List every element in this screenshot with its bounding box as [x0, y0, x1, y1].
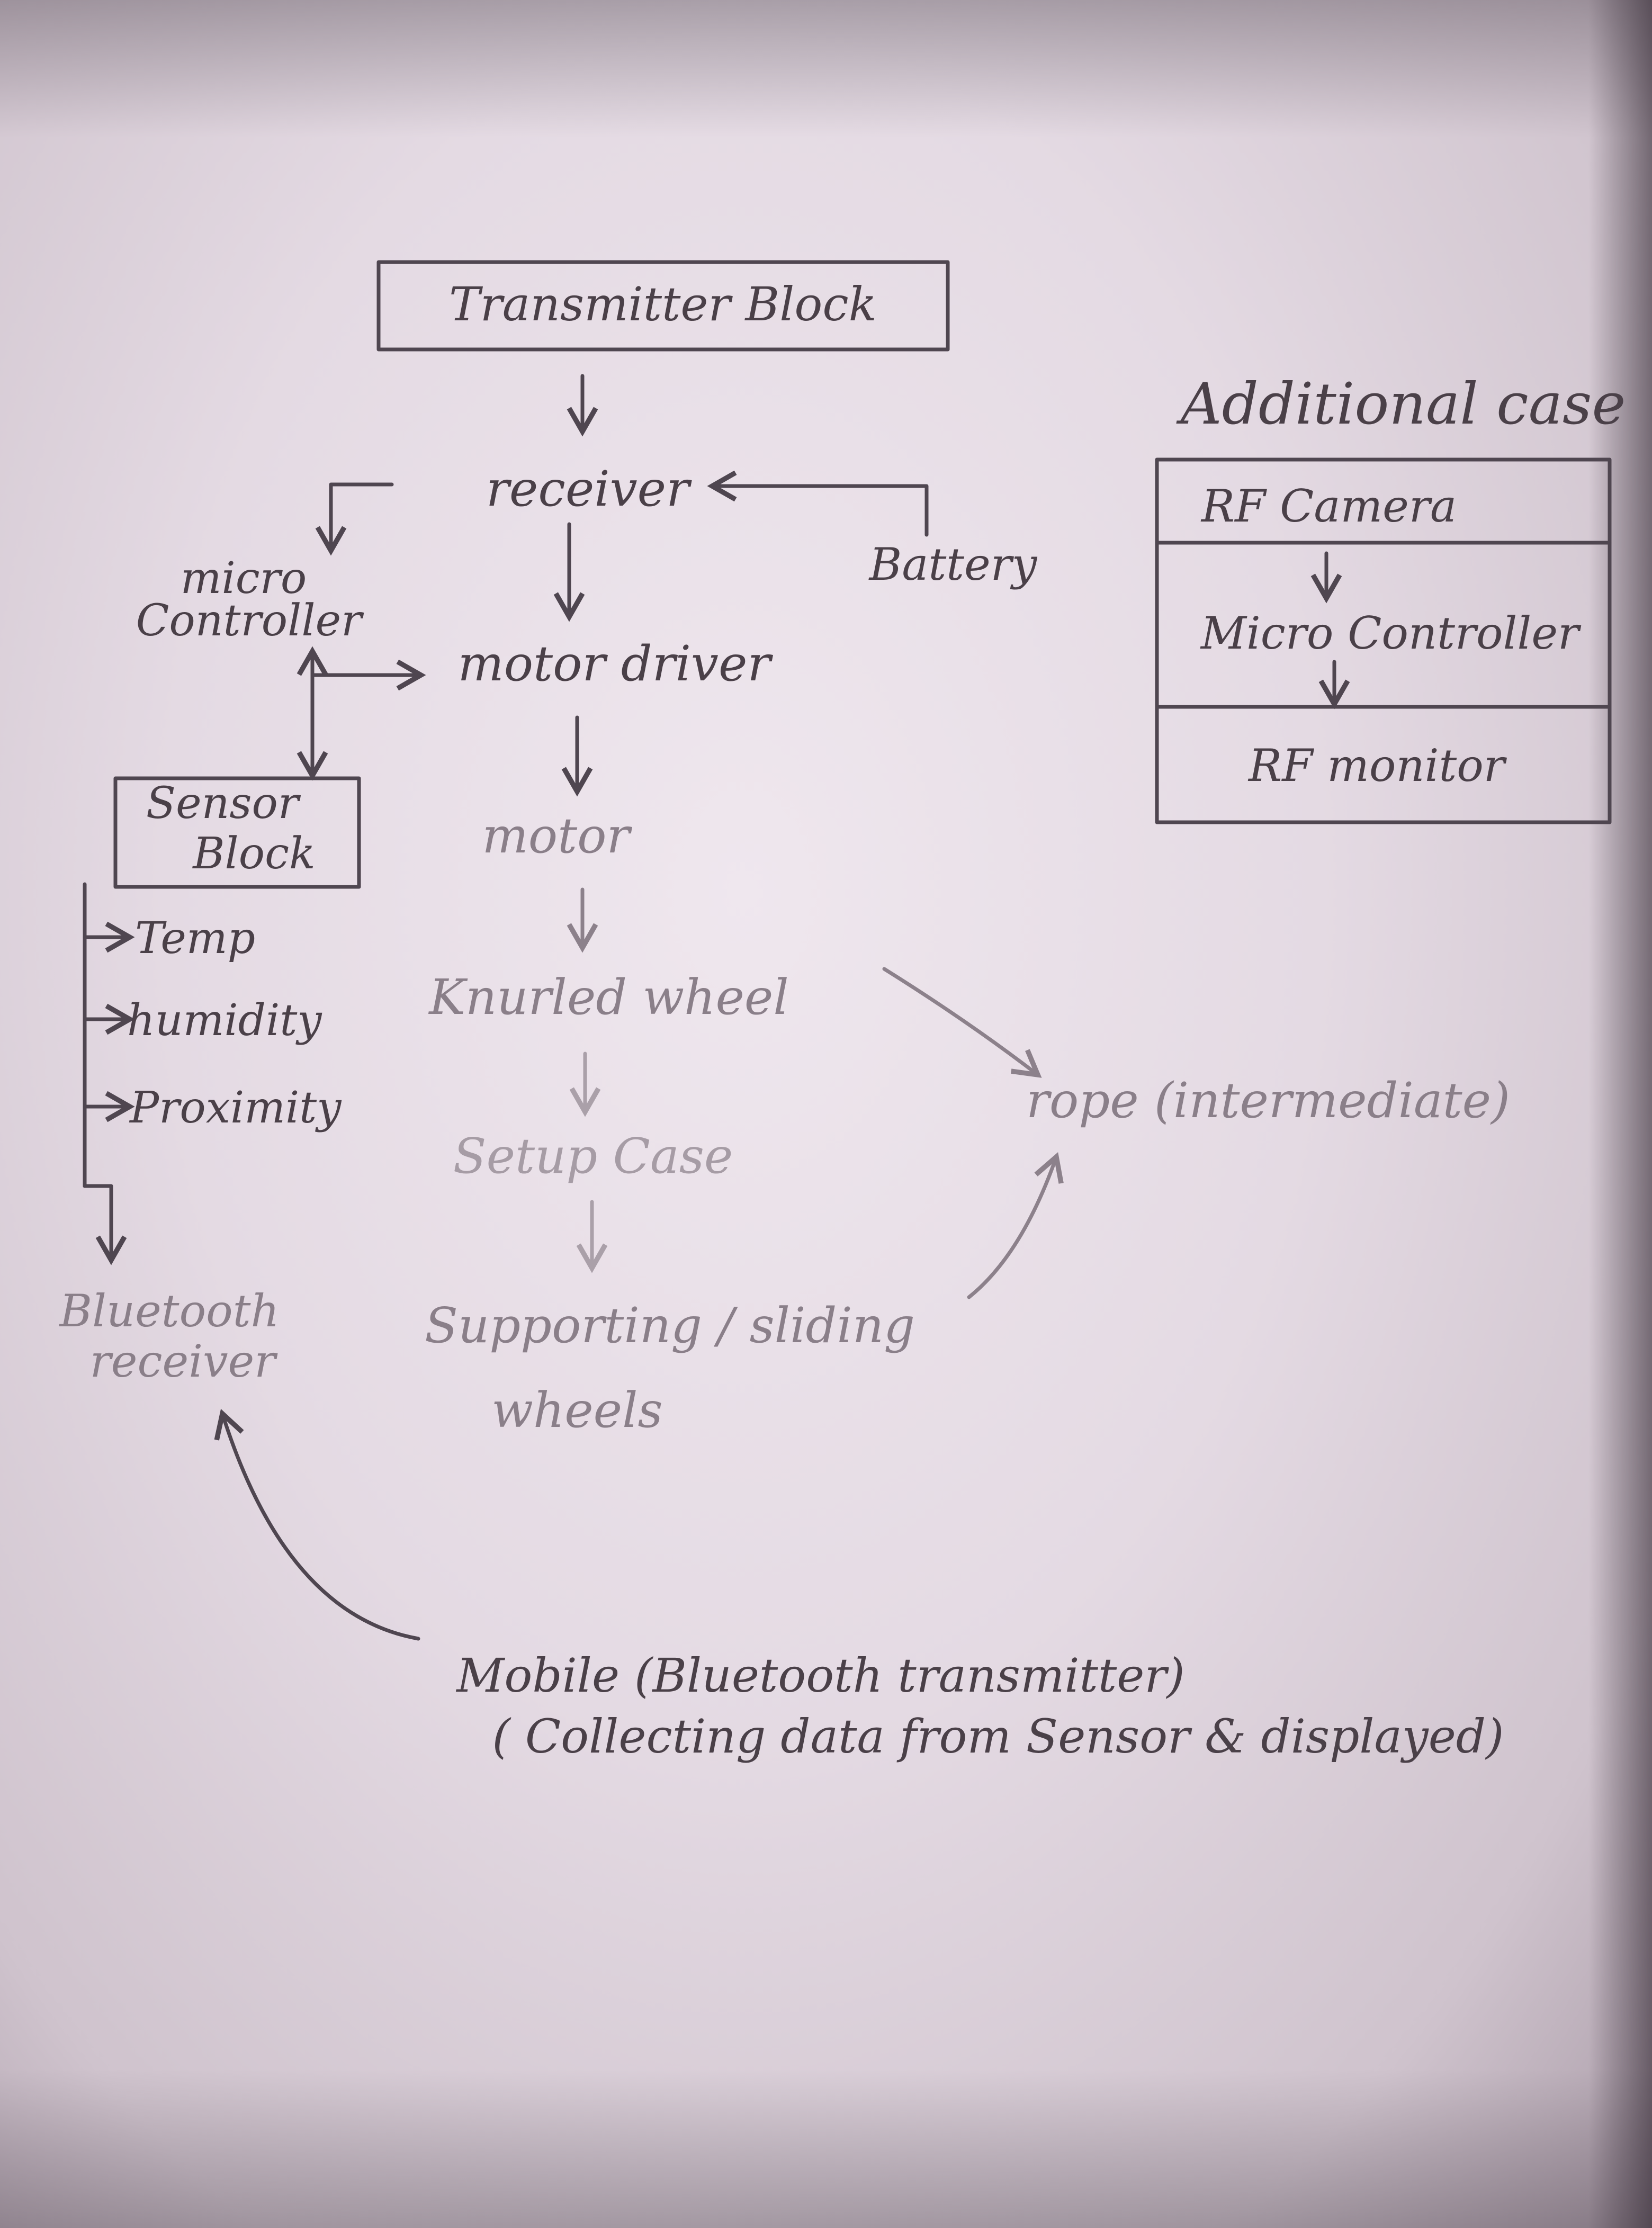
- transmitter-block-box: [376, 260, 950, 352]
- supporting-wheels-label-2: wheels: [491, 1382, 663, 1439]
- receiver-to-controller-arrow: [315, 482, 394, 556]
- page-shadow-bottom: [0, 2069, 1652, 2228]
- receiver-label: receiver: [486, 461, 692, 517]
- rf-camera-label: RF Camera: [1200, 480, 1457, 532]
- page-shadow-top: [0, 0, 1652, 138]
- sensor-temp-label: Temp: [135, 913, 255, 964]
- sensor-humidity-label: humidity: [127, 995, 322, 1046]
- wheel-to-rope-arrow: [882, 967, 1042, 1078]
- battery-label: Battery: [868, 538, 1038, 590]
- sensor-block-label-1: Sensor: [146, 778, 301, 829]
- rope-label: rope (intermediate): [1026, 1072, 1510, 1129]
- micro-controller-case-label: Micro Controller: [1200, 607, 1582, 659]
- rf-monitor-label: RF monitor: [1247, 740, 1507, 792]
- battery-to-receiver-arrow: [707, 470, 929, 537]
- sensor-block-label-2: Block: [192, 829, 315, 879]
- setup-case-label: Setup Case: [453, 1128, 733, 1184]
- mobile-to-bluetooth-arrow: [214, 1408, 420, 1641]
- bluetooth-receiver-label-2: receiver: [90, 1335, 279, 1387]
- micro-controller-label-1: micro: [181, 553, 307, 604]
- supporting-to-rope-arrow: [967, 1152, 1064, 1299]
- additional-case-title: Additional case: [1176, 371, 1626, 437]
- motor-label: motor: [482, 807, 633, 864]
- sensor-proximity-label: Proximity: [129, 1083, 342, 1133]
- supporting-wheels-label-1: Supporting / sliding: [425, 1297, 915, 1354]
- additional-case-box: [1155, 457, 1612, 824]
- knurled-wheel-label: Knurled wheel: [428, 969, 789, 1026]
- mobile-label-2: ( Collecting data from Sensor & displaye…: [492, 1709, 1504, 1764]
- transmitter-block-label: Transmitter Block: [449, 277, 877, 331]
- to-bluetooth-arrow: [83, 1184, 127, 1265]
- mobile-label-1: Mobile (Bluetooth transmitter): [455, 1648, 1185, 1703]
- micro-controller-label-2: Controller: [136, 596, 364, 646]
- bluetooth-receiver-label-1: Bluetooth: [58, 1285, 279, 1337]
- page-shadow-right: [1588, 0, 1652, 2228]
- motor-driver-label: motor driver: [458, 635, 774, 692]
- sensor-block-box: [113, 776, 361, 889]
